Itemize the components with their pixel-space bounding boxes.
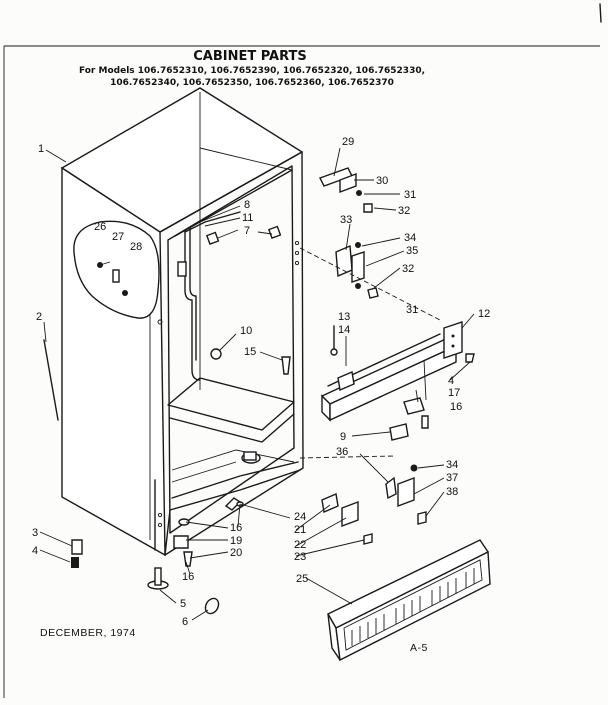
callout-12: 12 — [478, 308, 490, 320]
hinge-support-bar — [320, 321, 463, 422]
publication-date: DECEMBER, 1974 — [40, 627, 136, 639]
callout-27: 27 — [112, 231, 124, 243]
callout-32-top: 32 — [398, 205, 410, 217]
callout-28: 28 — [130, 241, 142, 253]
leveling-foot — [147, 567, 220, 615]
plate-parts — [321, 493, 373, 545]
callout-25: 25 — [296, 573, 308, 585]
kickplate-grille — [327, 539, 491, 662]
callout-7: 7 — [244, 225, 250, 237]
callout-23: 23 — [294, 551, 306, 563]
refrigerant-tubing — [177, 211, 241, 381]
callout-14: 14 — [338, 324, 350, 336]
callout-26: 26 — [94, 221, 106, 233]
corner-mark — [599, 3, 602, 23]
lower-hinge-parts — [173, 497, 244, 567]
callout-10: 10 — [240, 325, 252, 337]
cabinet-shell — [60, 87, 304, 557]
callout-35: 35 — [406, 245, 418, 257]
callout-34-top: 34 — [404, 232, 416, 244]
side-rod — [43, 339, 59, 421]
callout-5: 5 — [180, 598, 186, 610]
callout-4-right: 4 — [448, 375, 454, 387]
lower-hinge-bracket — [385, 423, 427, 525]
callout-numbers: 1 2 3 4 5 6 7 8 9 10 11 12 13 14 15 16 1… — [32, 136, 490, 628]
callout-2: 2 — [36, 311, 42, 323]
callout-13: 13 — [338, 311, 350, 323]
callout-22: 22 — [294, 539, 306, 551]
callout-9: 9 — [340, 431, 346, 443]
diagram-title: CABINET PARTS — [193, 49, 307, 64]
body-hardware — [205, 225, 291, 464]
callout-16-lower: 16 — [230, 522, 242, 534]
label-plate — [73, 220, 160, 319]
frame-screw-holes — [157, 240, 300, 528]
callout-31-top: 31 — [404, 189, 416, 201]
top-hinge-assembly — [319, 167, 373, 213]
callout-16-bottom: 16 — [182, 571, 194, 583]
callout-4: 4 — [32, 545, 38, 557]
callout-33: 33 — [340, 214, 352, 226]
callout-29: 29 — [342, 136, 354, 148]
callout-19: 19 — [230, 535, 242, 547]
callout-30: 30 — [376, 175, 388, 187]
callout-24: 24 — [294, 511, 306, 523]
callout-11: 11 — [242, 212, 253, 224]
callout-36: 36 — [336, 446, 348, 458]
middle-hinge-assembly — [299, 242, 441, 321]
callout-8: 8 — [244, 199, 250, 211]
callout-3: 3 — [32, 527, 38, 539]
callout-6: 6 — [182, 616, 188, 628]
callout-37: 37 — [446, 472, 458, 484]
callout-21: 21 — [294, 524, 306, 536]
callout-16-right: 16 — [450, 401, 462, 413]
callout-17: 17 — [448, 387, 460, 399]
models-line-2: 106.7652340, 106.7652350, 106.7652360, 1… — [110, 78, 394, 88]
leg-assembly — [71, 539, 83, 568]
models-line-1: For Models 106.7652310, 106.7652390, 106… — [79, 66, 425, 76]
callout-20: 20 — [230, 547, 242, 559]
callout-1: 1 — [38, 143, 44, 155]
callout-32-mid: 32 — [402, 263, 414, 275]
callout-38: 38 — [446, 486, 458, 498]
bar-hardware — [403, 353, 475, 429]
leader-lines — [39, 147, 475, 621]
callout-15: 15 — [244, 346, 256, 358]
callout-31-mid: 31 — [406, 304, 418, 316]
callout-34-lower: 34 — [446, 459, 458, 471]
page-code: A-5 — [410, 642, 428, 654]
